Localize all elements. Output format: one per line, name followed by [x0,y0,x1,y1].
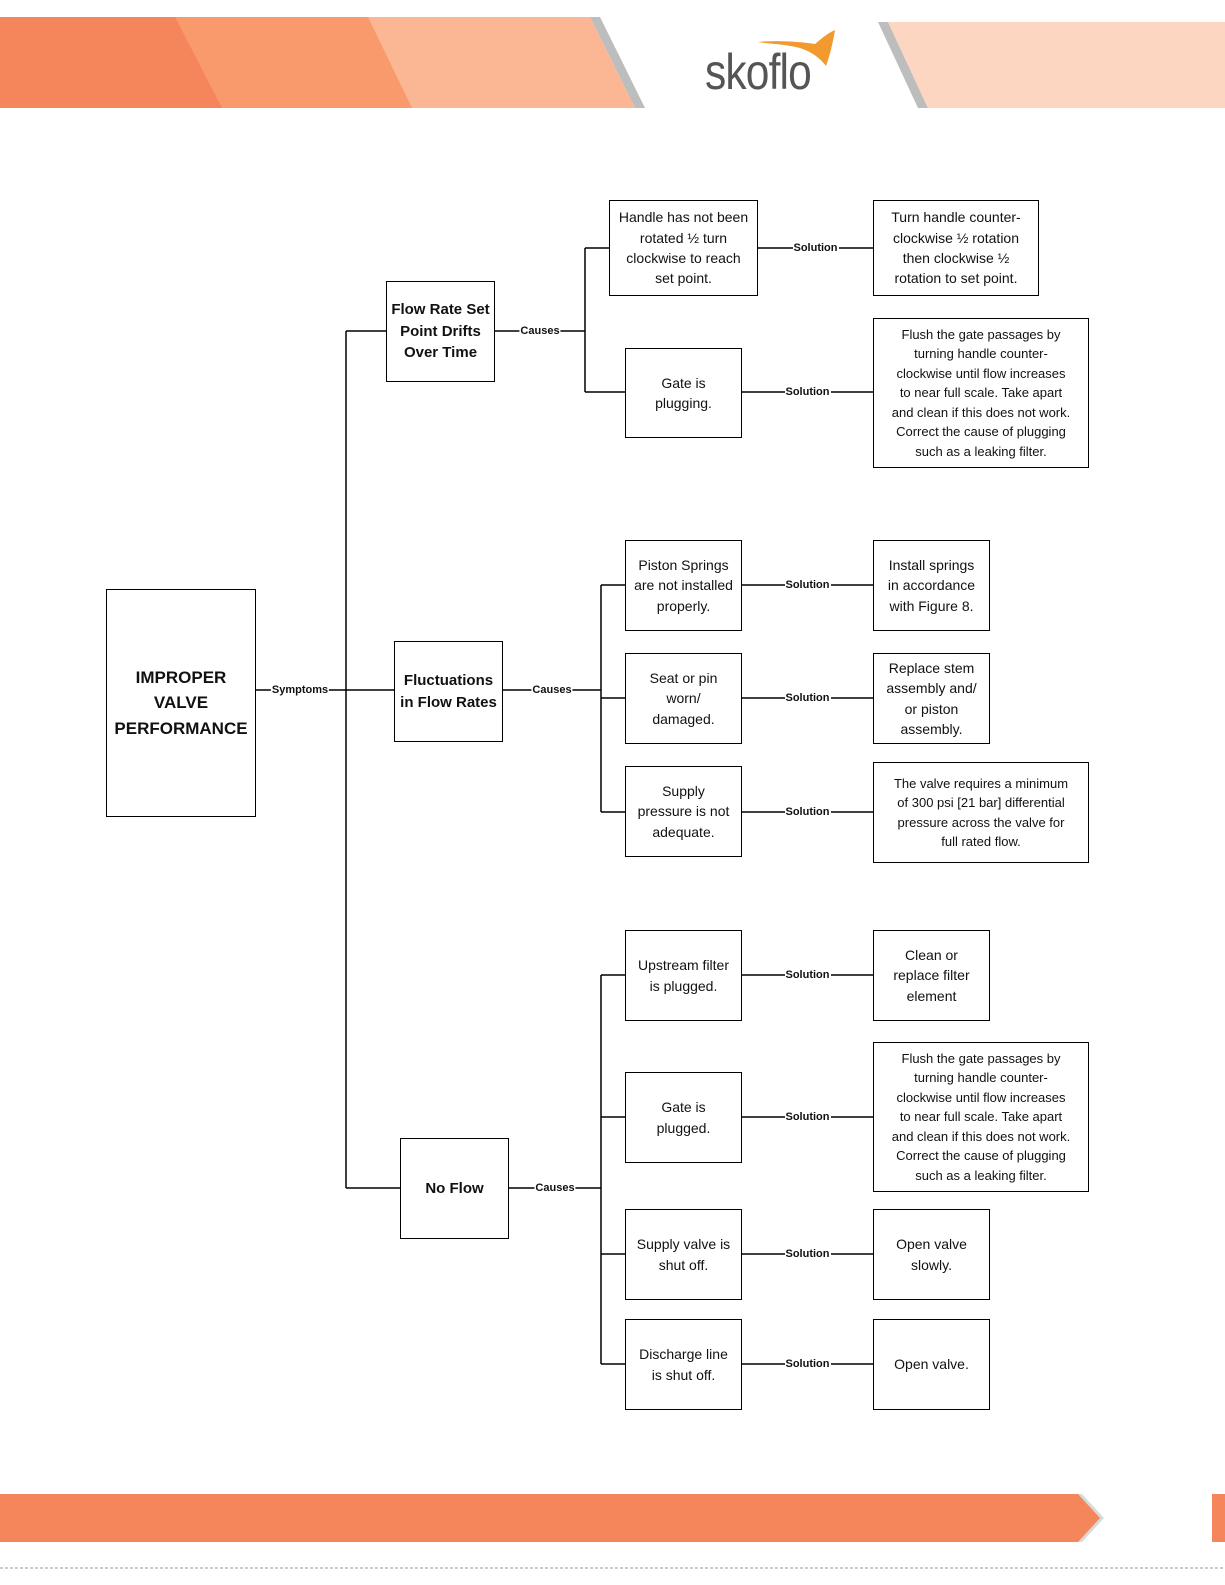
root-problem-box-text: IMPROPER VALVE PERFORMANCE [114,667,248,738]
solution-box-2-1-text: Install springs in accordance with Figur… [887,557,976,614]
symptom-box-2-text: Fluctuations in Flow Rates [400,671,497,711]
cause-box-2-3: Supply pressure is not adequate. [625,766,742,857]
cause-box-1-1-text: Handle has not been rotated ½ turn clock… [618,209,749,287]
skoflo-logo: skoflo [705,44,812,100]
solution-box-3-1-text: Clean or replace filter element [893,947,970,1004]
cause-box-3-2: Gate is plugged. [625,1072,742,1163]
footer-arrow [0,1494,1100,1542]
cause-box-1-1: Handle has not been rotated ½ turn clock… [609,200,758,296]
solution-box-3-3-text: Open valve slowly. [896,1236,967,1273]
cause-box-2-2-text: Seat or pin worn/ damaged. [649,670,718,727]
header-stripe-3 [368,17,635,108]
solution-label-2-3: Solution [784,805,831,819]
solution-box-1-1: Turn handle counter- clockwise ½ rotatio… [873,200,1039,296]
symptom-box-1-text: Flow Rate Set Point Drifts Over Time [391,300,490,362]
solution-box-1-1-text: Turn handle counter- clockwise ½ rotatio… [891,209,1021,287]
footer-banner [0,1494,1225,1569]
cause-box-2-3-text: Supply pressure is not adequate. [637,783,730,840]
solution-label-2-2: Solution [784,691,831,705]
root-problem-box: IMPROPER VALVE PERFORMANCE [106,589,256,817]
symptom-box-1: Flow Rate Set Point Drifts Over Time [386,281,495,382]
solution-box-3-2: Flush the gate passages by turning handl… [873,1042,1089,1192]
header-stripe-3-shadow [590,17,645,108]
solution-label-1-1: Solution [792,241,839,255]
causes-label-3: Causes [534,1181,576,1195]
solution-box-1-2: Flush the gate passages by turning handl… [873,318,1089,468]
header-banner [0,17,1225,108]
solution-box-3-4: Open valve. [873,1319,990,1410]
solution-box-2-1: Install springs in accordance with Figur… [873,540,990,631]
cause-box-3-3-text: Supply valve is shut off. [636,1236,731,1273]
solution-label-3-1: Solution [784,968,831,982]
header-stripe-1 [0,17,235,108]
solution-label-2-1: Solution [784,578,831,592]
footer-edge-mark [1212,1494,1225,1542]
symptom-box-2: Fluctuations in Flow Rates [394,641,503,742]
solution-label-3-3: Solution [784,1247,831,1261]
cause-box-3-1-text: Upstream filter is plugged. [637,957,730,994]
cause-box-3-1: Upstream filter is plugged. [625,930,742,1021]
solution-box-3-3: Open valve slowly. [873,1209,990,1300]
header-stripe-4 [888,22,1225,108]
symptom-box-3-text: No Flow [425,1179,484,1197]
cause-box-2-1: Piston Springs are not installed properl… [625,540,742,631]
cause-box-1-2-text: Gate is plugging. [655,374,712,411]
cause-box-3-4-text: Discharge line is shut off. [639,1346,728,1383]
solution-box-3-4-text: Open valve. [894,1356,969,1373]
symptoms-label: Symptoms [270,683,330,697]
causes-label-2: Causes [531,683,573,697]
cause-box-3-3: Supply valve is shut off. [625,1209,742,1300]
solution-box-1-2-text: Flush the gate passages by turning handl… [891,326,1071,459]
cause-box-2-2: Seat or pin worn/ damaged. [625,653,742,744]
cause-box-3-2-text: Gate is plugged. [656,1099,711,1136]
header-stripe-2 [175,17,425,108]
solution-label-1-2: Solution [784,385,831,399]
solution-box-2-3-text: The valve requires a minimum of 300 psi … [893,775,1069,850]
causes-label-1: Causes [519,324,561,338]
symptom-box-3: No Flow [400,1138,509,1239]
header-stripe-4-shadow [878,22,928,108]
solution-box-3-2-text: Flush the gate passages by turning handl… [891,1050,1071,1183]
solution-label-3-4: Solution [784,1357,831,1371]
cause-box-1-2: Gate is plugging. [625,348,742,438]
cause-box-2-1-text: Piston Springs are not installed properl… [634,557,733,614]
logo-swoosh-icon [758,30,835,66]
solution-box-2-3: The valve requires a minimum of 300 psi … [873,762,1089,863]
cause-box-3-4: Discharge line is shut off. [625,1319,742,1410]
solution-box-2-2-text: Replace stem assembly and/ or piston ass… [886,659,977,737]
solution-label-3-2: Solution [784,1110,831,1124]
solution-box-3-1: Clean or replace filter element [873,930,990,1021]
solution-box-2-2: Replace stem assembly and/ or piston ass… [873,653,990,744]
